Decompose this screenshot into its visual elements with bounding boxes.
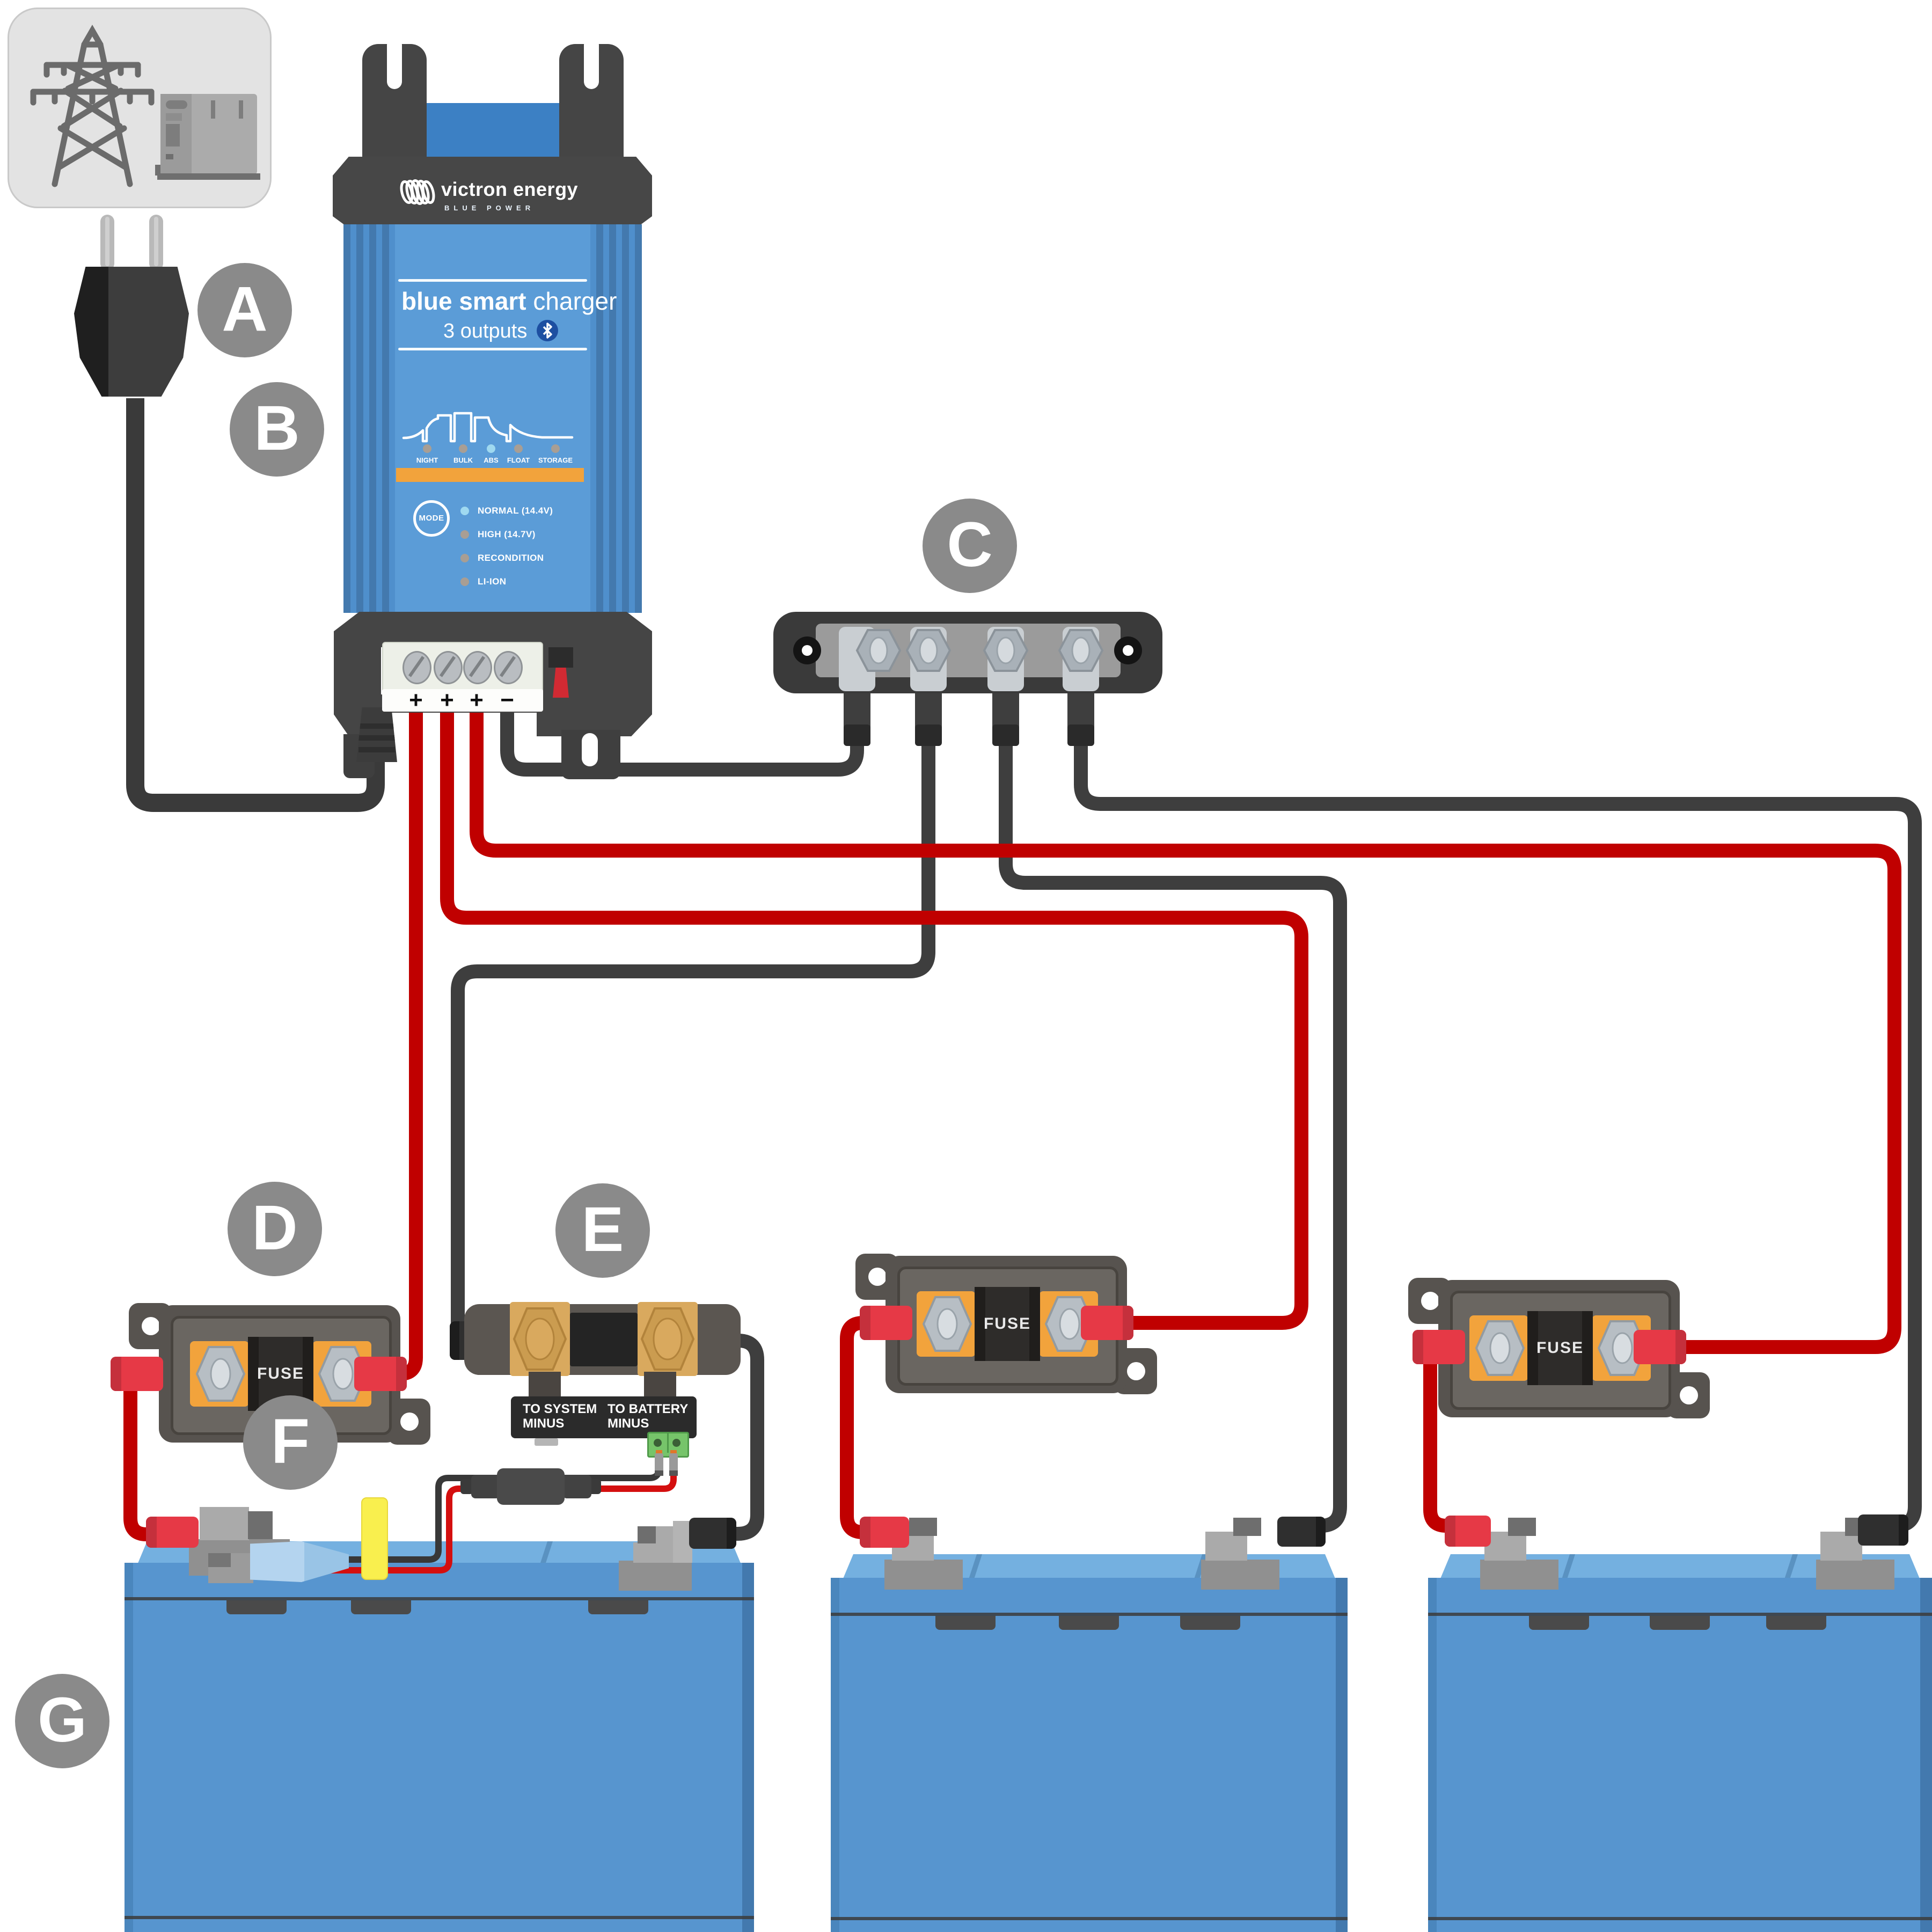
wire-busbar-to-battery3-negative bbox=[1074, 690, 1922, 1533]
wire-busbar-to-battery2-negative bbox=[999, 690, 1347, 1533]
fuse-3-connector-left bbox=[1413, 1330, 1465, 1364]
battery2-negative-connector bbox=[1277, 1517, 1326, 1547]
fuse-2-connector-left bbox=[860, 1306, 912, 1340]
generator-icon bbox=[155, 84, 262, 186]
charger-outputs-label: 3 outputs bbox=[443, 320, 528, 342]
mode-option-high: HIGH (14.7V) bbox=[478, 529, 536, 539]
bluetooth-icon bbox=[537, 320, 558, 341]
busbar-wire-stubs bbox=[844, 687, 1094, 746]
wire-fuse2-to-battery2-positive bbox=[840, 1316, 899, 1539]
wire-ac-cord bbox=[126, 398, 385, 812]
fuse-1-connector-right bbox=[354, 1357, 407, 1391]
mode-option-normal: NORMAL (14.4V) bbox=[478, 506, 553, 516]
terminal-plus-2: + bbox=[440, 687, 454, 713]
charger-product-name: blue smart charger bbox=[401, 287, 617, 315]
fuse-1-connector-left bbox=[111, 1357, 163, 1391]
terminal-plus-3: + bbox=[470, 687, 484, 713]
badge-g: G bbox=[15, 1674, 109, 1768]
mode-option-recondition: RECONDITION bbox=[478, 553, 544, 563]
charger-output-terminal-block bbox=[382, 642, 543, 698]
victron-logo-icon bbox=[400, 179, 435, 205]
sense-wire-red bbox=[258, 1457, 677, 1574]
badge-d: D bbox=[228, 1182, 322, 1276]
charger-brand-sub: BLUE POWER bbox=[444, 204, 535, 212]
fuse-2-connector-right bbox=[1081, 1306, 1133, 1340]
badge-e: E bbox=[555, 1183, 650, 1278]
battery1-positive-connector bbox=[146, 1517, 199, 1548]
battery3-negative-connector bbox=[1858, 1514, 1908, 1546]
ac-source-panel bbox=[8, 8, 272, 208]
stage-label-bulk: BULK bbox=[453, 456, 473, 464]
sense-post-bracket bbox=[208, 1553, 253, 1583]
fuse-2-label: FUSE bbox=[983, 1315, 1031, 1333]
badge-a: A bbox=[197, 263, 292, 357]
power-pylon-icon bbox=[30, 24, 155, 187]
badge-b: B bbox=[230, 382, 324, 477]
wire-output2-to-fuse2 bbox=[440, 698, 1308, 1330]
wire-charger-negative bbox=[500, 690, 864, 777]
mode-option-liion: LI-ION bbox=[478, 576, 507, 587]
stage-label-night: NIGHT bbox=[416, 456, 438, 464]
shunt-system-minus-label: TO SYSTEM MINUS bbox=[523, 1402, 597, 1431]
fuse-3-label: FUSE bbox=[1536, 1339, 1584, 1357]
shunt-battery-minus-label: TO BATTERY MINUS bbox=[608, 1402, 688, 1431]
charger-fuse-tab bbox=[548, 647, 573, 698]
charger-orange-bar bbox=[396, 468, 584, 482]
busbar-mount-hole-right bbox=[1114, 636, 1142, 664]
charger-brand: victron energy bbox=[441, 178, 579, 200]
shunt-sense-terminal bbox=[647, 1432, 689, 1458]
badge-f: F bbox=[243, 1395, 338, 1490]
stage-label-storage: STORAGE bbox=[538, 456, 573, 464]
battery1-negative-connector bbox=[689, 1518, 736, 1549]
mode-button: MODE bbox=[413, 500, 450, 537]
wire-output3-to-fuse3 bbox=[470, 698, 1901, 1354]
charge-curve-icon bbox=[402, 412, 574, 443]
battery2-positive-connector bbox=[860, 1517, 909, 1548]
fuse-3-connector-right bbox=[1634, 1330, 1686, 1364]
stage-label-float: FLOAT bbox=[507, 456, 530, 464]
wire-shunt-to-battery1-negative bbox=[715, 1334, 764, 1541]
fuse-1-label: FUSE bbox=[257, 1365, 304, 1382]
stage-label-abs: ABS bbox=[484, 456, 499, 464]
terminal-minus: − bbox=[500, 687, 514, 713]
sense-wire-marker bbox=[361, 1497, 388, 1580]
terminal-plus-1: + bbox=[409, 687, 423, 713]
battery3-positive-connector bbox=[1445, 1516, 1491, 1547]
busbar-terminal-nuts bbox=[855, 629, 1104, 672]
ac-cord-strain-relief bbox=[356, 707, 397, 762]
busbar-mount-hole-left bbox=[793, 636, 821, 664]
badge-c: C bbox=[923, 499, 1017, 593]
shunt-bolts bbox=[513, 1307, 695, 1371]
